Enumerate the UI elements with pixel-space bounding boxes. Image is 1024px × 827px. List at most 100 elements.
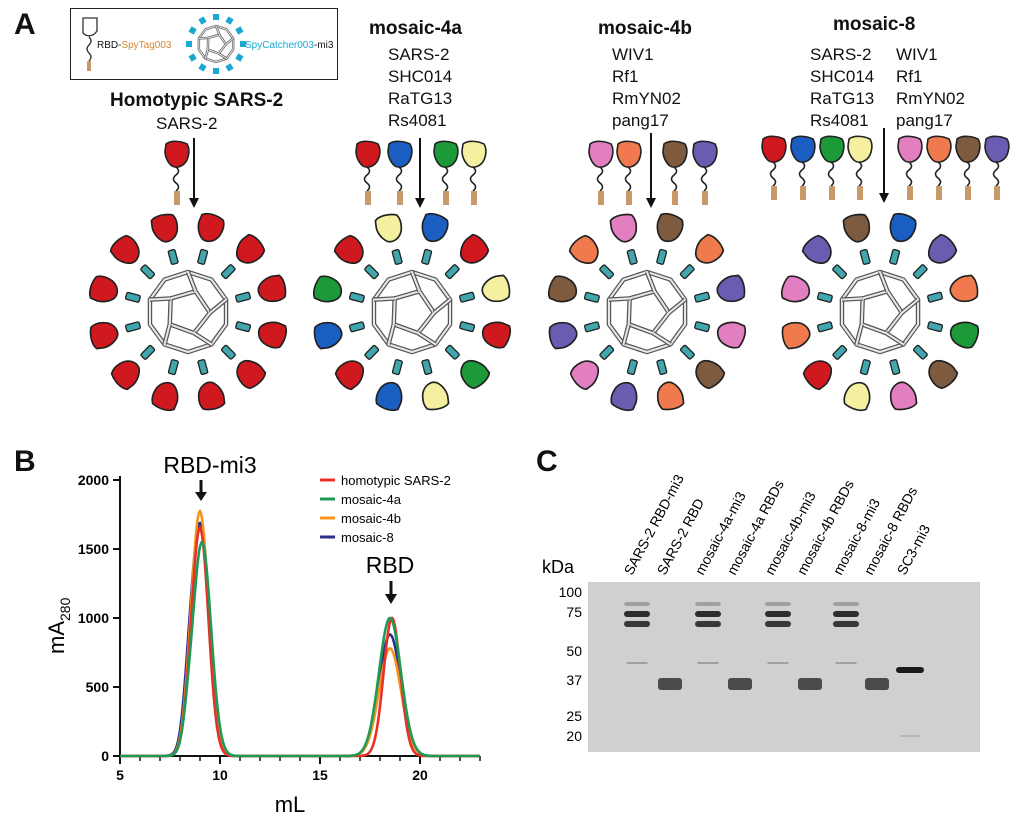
spycatcher-linker-icon xyxy=(927,291,944,303)
spycatcher-unit-icon xyxy=(188,53,197,62)
spycatcher-linker-icon xyxy=(459,321,476,333)
spycatcher-linker-icon xyxy=(140,264,156,280)
panel-c-letter: C xyxy=(536,445,558,478)
y-tick-label: 1000 xyxy=(78,610,109,626)
y-tick-label: 1500 xyxy=(78,541,109,557)
free-rbd-icon xyxy=(355,140,381,205)
spycatcher-linker-icon xyxy=(197,359,209,376)
legend-label: mosaic-4b xyxy=(341,511,401,526)
spycatcher-unit-icon xyxy=(188,26,197,35)
spycatcher-linker-icon xyxy=(235,291,252,303)
displayed-rbd-icon xyxy=(568,234,599,265)
displayed-rbd-icon xyxy=(421,212,449,243)
displayed-rbd-icon xyxy=(656,381,685,411)
spycatcher-unit-icon xyxy=(198,16,207,25)
displayed-rbd-icon xyxy=(333,234,364,265)
free-rbd-icon xyxy=(761,135,787,200)
gel-band xyxy=(626,662,648,664)
spycatcher-linker-icon xyxy=(124,321,141,333)
spycatcher-unit-icon xyxy=(235,26,244,35)
displayed-rbd-icon xyxy=(889,212,917,243)
displayed-rbd-icon xyxy=(716,321,747,349)
ladder-label: 37 xyxy=(566,672,582,688)
peak-arrow-head-icon xyxy=(385,594,397,604)
displayed-rbd-icon xyxy=(780,275,811,303)
gel-band xyxy=(658,678,682,690)
free-rbd-icon xyxy=(692,140,718,205)
displayed-rbd-icon xyxy=(928,359,959,390)
displayed-rbd-icon xyxy=(257,321,288,349)
spycatcher-linker-icon xyxy=(694,321,711,333)
displayed-rbd-icon xyxy=(313,321,343,350)
gel-band xyxy=(765,602,791,606)
spycatcher-linker-icon xyxy=(167,248,179,265)
spycatcher-linker-icon xyxy=(421,248,433,265)
spycatcher-unit-icon xyxy=(213,68,219,74)
displayed-rbd-icon xyxy=(609,213,638,243)
x-tick-label: 5 xyxy=(116,767,124,783)
spycatcher-linker-icon xyxy=(364,344,380,360)
strain-list-mosaic-8-right: WIV1 Rf1 RmYN02 pang17 xyxy=(896,45,965,130)
spycatcher-linker-icon xyxy=(626,359,638,376)
assembly-arrow-head-icon xyxy=(879,193,889,203)
spycatcher-unit-icon xyxy=(213,14,219,20)
free-rbd-icon xyxy=(847,135,873,200)
gel-shading xyxy=(588,582,980,752)
free-rbd-icon xyxy=(819,135,845,200)
free-rbd-icon xyxy=(984,135,1010,200)
assembly-arrow-head-icon xyxy=(415,198,425,208)
spycatcher-linker-icon xyxy=(599,264,615,280)
displayed-rbd-icon xyxy=(842,213,871,243)
spycatcher-linker-icon xyxy=(444,344,460,360)
spycatcher-linker-icon xyxy=(167,359,179,376)
series-line-0 xyxy=(120,525,480,758)
legend-label: homotypic SARS-2 xyxy=(341,473,451,488)
gel-band xyxy=(833,611,859,617)
displayed-rbd-icon xyxy=(694,233,725,264)
spycatcher-linker-icon xyxy=(832,344,848,360)
spycatcher-linker-icon xyxy=(927,321,944,333)
displayed-rbd-icon xyxy=(569,360,600,391)
rbd-mi3-nanoparticle xyxy=(547,212,747,412)
y-tick-label: 500 xyxy=(86,679,110,695)
spycatcher-linker-icon xyxy=(583,291,600,303)
spycatcher-linker-icon xyxy=(599,344,615,360)
displayed-rbd-icon xyxy=(843,381,871,412)
spycatcher-linker-icon xyxy=(656,359,668,376)
spycatcher-linker-icon xyxy=(912,344,928,360)
spycatcher-linker-icon xyxy=(364,264,380,280)
displayed-rbd-icon xyxy=(547,275,578,303)
spycatcher-linker-icon xyxy=(235,321,252,333)
gel-band xyxy=(765,621,791,627)
rbd-mi3-nanoparticle xyxy=(88,212,288,412)
assembly-arrow-head-icon xyxy=(189,198,199,208)
free-rbd-icon xyxy=(433,140,459,205)
displayed-rbd-icon xyxy=(610,381,638,412)
displayed-rbd-icon xyxy=(889,381,918,411)
strain-list-mosaic-4a: SARS-2 SHC014 RaTG13 Rs4081 xyxy=(388,45,453,130)
displayed-rbd-icon xyxy=(716,274,746,303)
free-rbd-icon xyxy=(387,140,413,205)
displayed-rbd-icon xyxy=(421,381,450,411)
spycatcher-linker-icon xyxy=(444,264,460,280)
free-rbd-icon xyxy=(926,135,952,200)
displayed-rbd-icon xyxy=(236,359,267,390)
strain-list-homotypic: SARS-2 xyxy=(156,114,218,133)
displayed-rbd-icon xyxy=(89,321,119,350)
spycatcher-linker-icon xyxy=(348,291,365,303)
spycatcher-linker-icon xyxy=(889,248,901,265)
displayed-rbd-icon xyxy=(312,275,343,303)
gel-band xyxy=(624,611,650,617)
spycatcher-unit-icon xyxy=(225,16,234,25)
construct-legend-box: RBD-SpyTag003 SpyCatcher003-mi3 xyxy=(70,8,338,80)
spycatcher-linker-icon xyxy=(816,291,833,303)
panel-a-letter: A xyxy=(14,8,36,41)
strain-list-mosaic-8-left: SARS-2 SHC014 RaTG13 Rs4081 xyxy=(810,45,875,130)
series-line-2 xyxy=(120,508,480,758)
legend-spycatcher-label: SpyCatcher003-mi3 xyxy=(245,40,334,51)
nanoparticle-schematics xyxy=(88,128,1010,412)
peak-label-rbd: RBD xyxy=(366,552,415,578)
displayed-rbd-icon xyxy=(197,212,225,243)
series-line-3 xyxy=(120,521,480,758)
